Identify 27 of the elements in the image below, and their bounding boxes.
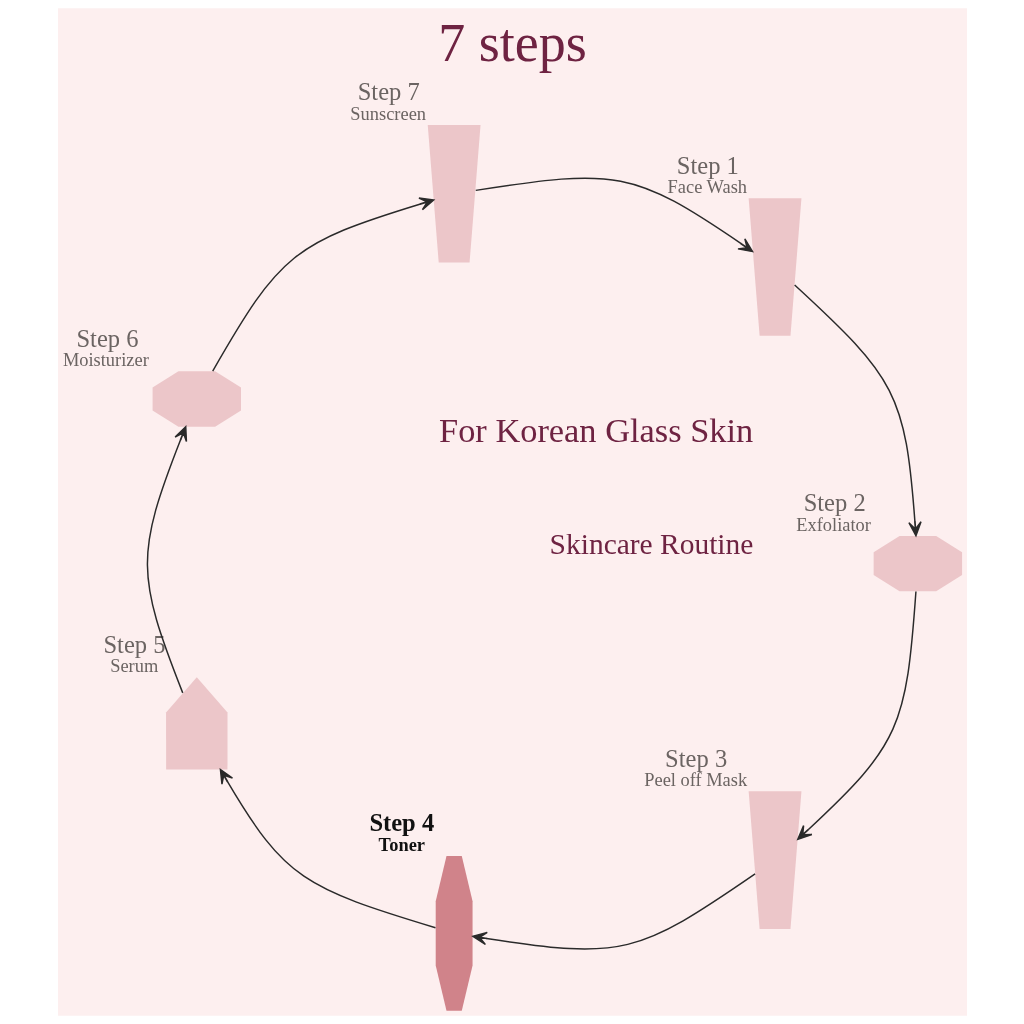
arrow xyxy=(474,177,753,253)
node-picture xyxy=(152,371,241,427)
node-label: Toner xyxy=(378,835,425,856)
label: Skincare Routine xyxy=(549,528,753,561)
arrow xyxy=(471,873,756,950)
node-picture xyxy=(165,677,227,770)
node-label: Step 6 xyxy=(75,324,138,352)
node-label: Exfoliator xyxy=(795,515,871,536)
label: For Korean Glass Skin xyxy=(438,410,753,449)
node-picture xyxy=(435,856,473,1011)
node-label: Step 5 xyxy=(102,630,166,658)
node-label: Step 1 xyxy=(676,151,739,179)
diagram-title: 7 steps xyxy=(437,13,587,74)
arrow xyxy=(796,590,917,840)
node-label: Step 2 xyxy=(803,489,866,517)
node-picture xyxy=(873,535,962,592)
node-label: Sunscreen xyxy=(349,104,426,125)
node-label: Step 3 xyxy=(664,744,727,772)
arrow xyxy=(211,197,434,372)
arrow xyxy=(146,425,187,694)
node-label: Step 7 xyxy=(357,78,420,106)
node-picture xyxy=(748,198,801,336)
node-label: Step 4 xyxy=(368,809,434,837)
arrow xyxy=(793,284,922,537)
arrow xyxy=(219,768,436,929)
node-picture xyxy=(748,791,801,929)
node-picture xyxy=(427,125,481,263)
